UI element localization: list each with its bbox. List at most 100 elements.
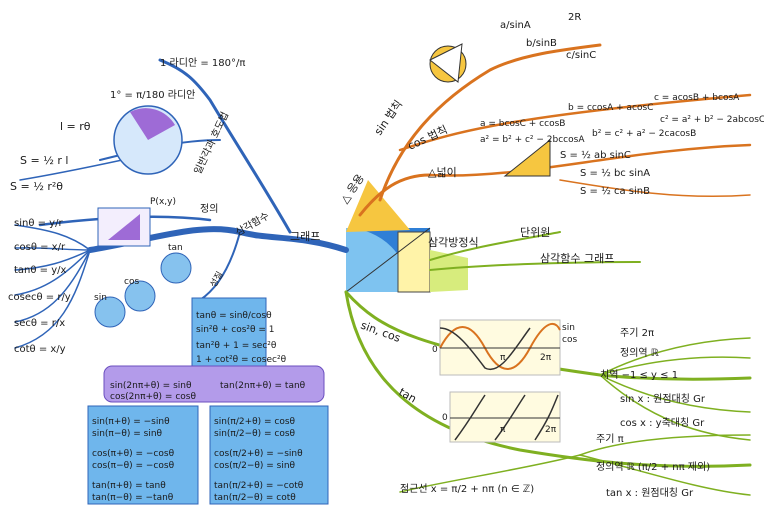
center-quarter-circle (346, 228, 410, 292)
trig-graph-label: 삼각함수 그래프 (540, 252, 614, 265)
area-r2: S = ½ r²θ (10, 180, 63, 193)
center-orange-wedge (346, 180, 410, 232)
left-branches (14, 58, 349, 349)
period-tan: tan(2nπ+θ) = tanθ (220, 381, 306, 391)
sincos-2pi: 2π (540, 353, 552, 363)
cos-law-1a: a = bcosC + ccosB (480, 119, 565, 129)
tr-5: tan(π/2+θ) = −cotθ (214, 481, 304, 491)
sine-curve (439, 322, 561, 370)
stem-area (428, 143, 752, 177)
identity-1: tanθ = sinθ/cosθ (196, 311, 272, 321)
asymptote: 점근선 x = π/2 + nπ (n ∈ ℤ) (400, 483, 534, 495)
identity-3: tan²θ + 1 = sec²θ (196, 341, 277, 351)
tr-1: sin(π/2+θ) = cosθ (214, 417, 296, 427)
arc-length: l = rθ (60, 120, 91, 133)
table-right-box (209, 405, 329, 505)
radian-deg-to-rad: 1° = π/180 라디안 (110, 89, 195, 101)
quad-cos-label: cos (124, 277, 139, 287)
cos-law-1b: b = ccosA + acosC (568, 103, 653, 113)
area-sinc: S = ½ ab sinC (560, 149, 631, 161)
quadrant-tan-icon (160, 252, 192, 284)
def-cos: cosθ = x/r (14, 242, 66, 253)
area-triangle-icon (503, 138, 551, 177)
cos-law-2b: b² = c² + a² − 2cacosB (592, 129, 696, 139)
area-branch-label: △넓이 (428, 166, 457, 179)
tl-5: tan(π+θ) = tanθ (92, 481, 166, 491)
sine-law-2r: 2R (568, 12, 581, 23)
sincos-zero: 0 (432, 345, 438, 355)
sin-symmetry: sin x : 원점대칭 Gr (620, 393, 706, 405)
period-cos: cos(2nπ+θ) = cosθ (110, 392, 196, 402)
area-sina: S = ½ bc sinA (580, 167, 650, 179)
sincos-sin: sin (562, 323, 575, 333)
right-top-branches (358, 43, 752, 217)
cos-symmetry: cos x : y축대칭 Gr (620, 417, 705, 429)
area-sinb: S = ½ ca sinB (580, 185, 650, 197)
sincos-domain: 정의역 ℝ (620, 347, 659, 359)
stem-sincos (344, 290, 752, 381)
identity-label: 삼각방정식 (428, 236, 479, 249)
radian-branch-label: 일반각과 호도법 (192, 110, 231, 176)
stem-cos-law (398, 93, 752, 152)
def-sin: sinθ = y/r (14, 218, 63, 229)
def-tan: tanθ = y/x (14, 265, 67, 276)
sine-law-label: sin 법칙 (372, 98, 405, 138)
tan-symmetry: tan x : 원점대칭 Gr (606, 487, 694, 499)
tan-2pi: 2π (545, 425, 557, 435)
unit-right-triangle-icon (108, 214, 140, 240)
tl-2: sin(π−θ) = sinθ (92, 429, 163, 439)
point-label: P(x,y) (150, 197, 176, 207)
center-diagonal (345, 227, 431, 293)
sincos-pi: π (500, 353, 506, 363)
sine-law-c: c/sinC (566, 50, 596, 61)
cos-law-label: cos 법칙 (406, 123, 450, 153)
tl-4: cos(π−θ) = −cosθ (92, 461, 175, 471)
tan-label: tan (397, 385, 419, 405)
sine-law-a: a/sinA (500, 20, 531, 31)
def-sec: secθ = r/x (14, 318, 65, 329)
quad-tan-label: tan (168, 243, 183, 253)
tan-period: 주기 π (596, 433, 624, 445)
def-cot: cotθ = x/y (14, 344, 66, 355)
stem-radian (158, 58, 292, 234)
unit-circle-label: 단위원 (520, 226, 550, 239)
sincos-range: 치역 −1 ≤ y ≤ 1 (600, 369, 678, 381)
tr-3: cos(π/2+θ) = −sinθ (214, 449, 303, 459)
center-node (345, 180, 468, 293)
graph-label: 그래프 (290, 230, 320, 243)
sincos-graph (439, 319, 561, 376)
definition-label: 정의 (200, 203, 218, 215)
quadrant-sin-icon (94, 296, 126, 328)
tan-domain: 정의역 ℝ (π/2 + nπ 제외) (596, 461, 710, 473)
tl-1: sin(π+θ) = −sinθ (92, 417, 170, 427)
center-right-triangle (397, 231, 431, 293)
quad-sin-label: sin (94, 293, 107, 303)
period-sin: sin(2nπ+θ) = sinθ (110, 381, 192, 391)
tan-graph (449, 391, 561, 443)
def-cosec: cosecθ = r/y (8, 292, 71, 303)
stem-tan (344, 290, 752, 468)
quadrant-cos-icon (124, 280, 156, 312)
circumscribed-triangle-icon (429, 43, 463, 83)
sector-icon (130, 108, 175, 140)
tl-6: tan(π−θ) = −tanθ (92, 493, 174, 503)
tan-zero: 0 (442, 413, 448, 423)
cos-law-2a: a² = b² + c² − 2bccosA (480, 135, 585, 145)
cosine-curve (439, 327, 531, 371)
cos-law-2c: c² = a² + b² − 2abcosC (660, 115, 764, 125)
tr-6: tan(π/2−θ) = cotθ (214, 493, 296, 503)
right-bottom-branches (344, 231, 752, 496)
period-box (103, 365, 325, 403)
properties-label: 성질 (207, 269, 226, 289)
table-left-box (87, 405, 199, 505)
cos-law-1c: c = acosB + bcosA (654, 93, 740, 103)
sine-law-b: b/sinB (526, 38, 557, 49)
identity-box (191, 297, 267, 369)
radian-rad-to-deg: 1 라디안 = 180°/π (160, 57, 245, 69)
identity-4: 1 + cot²θ = cosec²θ (196, 355, 287, 365)
tl-3: cos(π+θ) = −cosθ (92, 449, 175, 459)
stem-sine-law (378, 43, 602, 202)
tr-2: sin(π/2−θ) = cosθ (214, 429, 296, 439)
stem-properties (199, 231, 241, 301)
